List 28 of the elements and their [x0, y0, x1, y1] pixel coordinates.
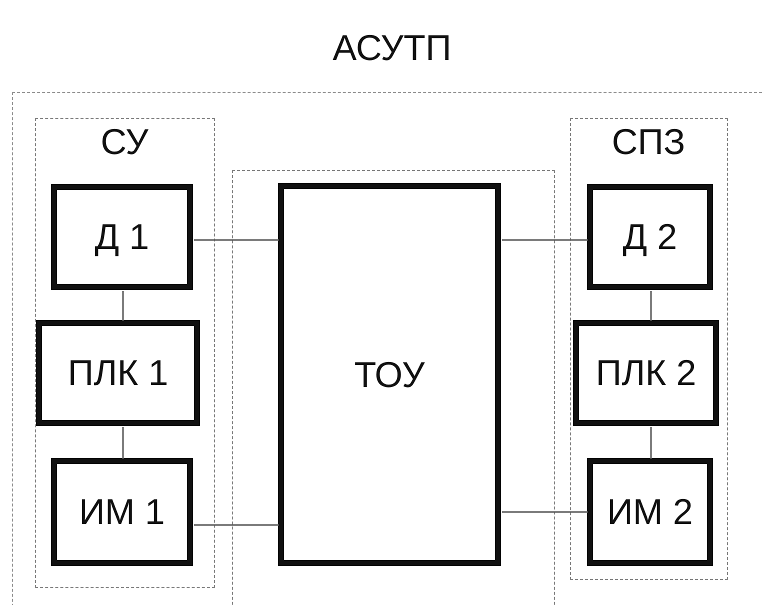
connector-line [122, 427, 124, 459]
dashed-group-frame [34, 118, 214, 588]
connector-line [650, 427, 652, 459]
group-title: СПЗ [610, 120, 686, 162]
connector-line [194, 524, 279, 526]
process-box [51, 458, 193, 566]
box-label: ИМ 2 [607, 491, 693, 533]
box-label: ПЛК 2 [596, 352, 696, 394]
group-title: СУ [100, 120, 150, 162]
process-box [51, 184, 193, 290]
process-box [573, 320, 719, 426]
connector-line [122, 291, 124, 321]
dashed-group-frame [570, 118, 728, 580]
process-box [36, 320, 200, 426]
process-box [278, 183, 501, 566]
dashed-frame [232, 170, 554, 605]
process-box [587, 184, 713, 290]
group-title: АСУТП [332, 27, 452, 69]
connector-line [194, 239, 279, 241]
connector-line [650, 291, 652, 321]
process-box [587, 458, 713, 566]
box-label: ИМ 1 [79, 491, 165, 533]
box-label: Д 2 [622, 216, 678, 258]
box-label: Д 1 [94, 216, 150, 258]
connector-line [502, 511, 588, 513]
box-label: ТОУ [354, 354, 425, 396]
connector-line [502, 239, 588, 241]
box-label: ПЛК 1 [68, 352, 168, 394]
